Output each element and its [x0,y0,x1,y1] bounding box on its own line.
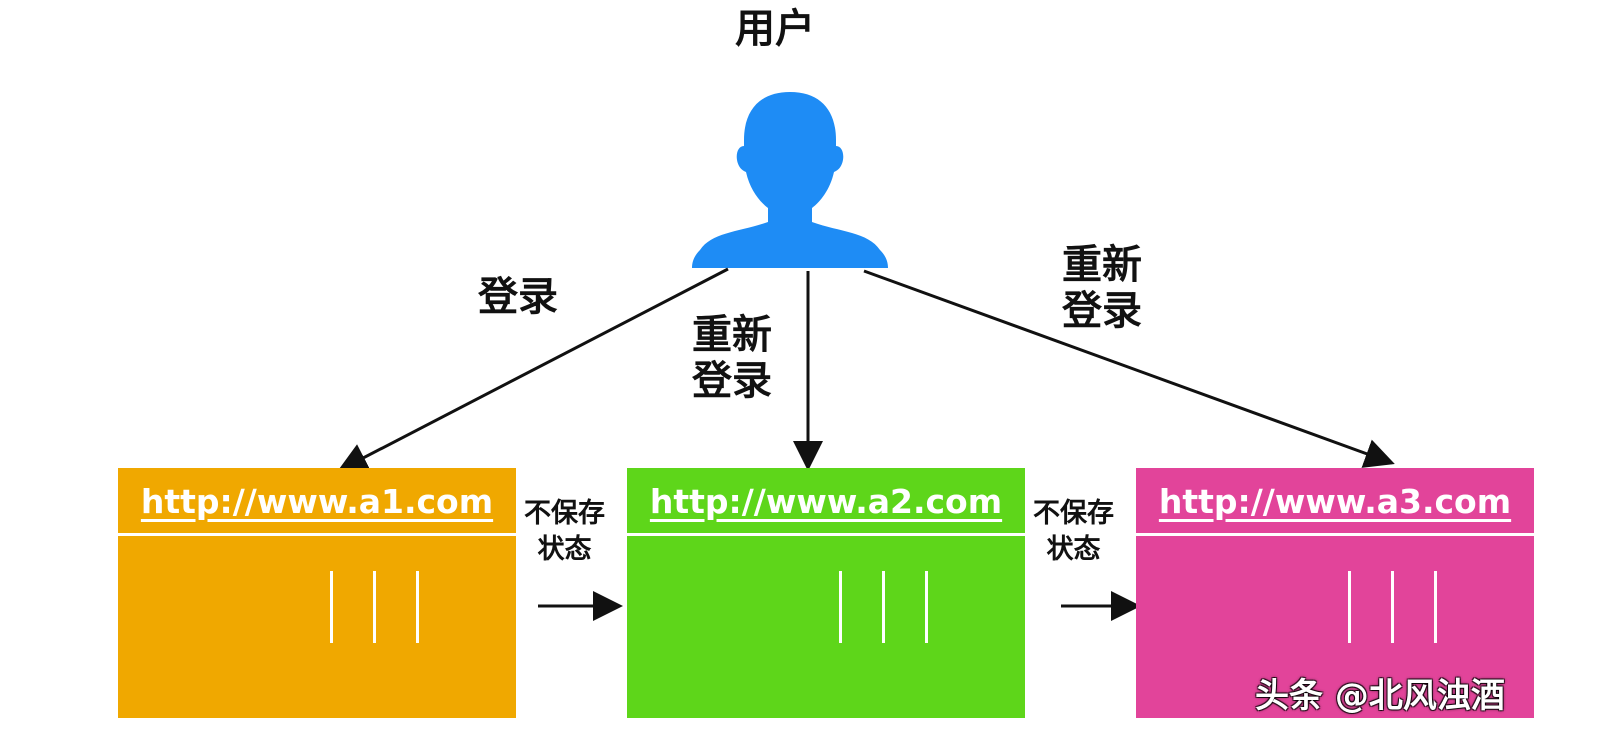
transition-label-2-line-1: 不保存 [1033,498,1114,529]
site-divider-2 [627,533,1025,536]
site-bar-3c [1434,571,1437,643]
edge-arrow-1 [337,267,729,472]
edge-label-2: 重新 登录 [692,312,772,404]
site-url-3[interactable]: http://www.a3.com [1158,482,1512,521]
transition-label-1: 不保存 状态 [524,496,605,569]
edge-label-3-line-1: 重新 [1062,242,1142,288]
site-divider-3 [1136,533,1534,536]
watermark: 头条 @北风浊酒 [1255,676,1505,716]
user-icon [692,92,888,268]
site-bar-3b [1391,571,1394,643]
site-bar-2b [882,571,885,643]
edge-label-3-line-2: 登录 [1062,288,1142,334]
edge-label-1-line-1: 登录 [478,274,558,320]
transition-label-2: 不保存 状态 [1033,496,1114,569]
site-box-3: http://www.a3.com [1136,468,1534,718]
user-icon-shape [692,92,888,268]
edge-arrow-3 [863,269,1395,468]
edge-label-3: 重新 登录 [1062,242,1142,334]
edge-label-2-line-2: 登录 [692,358,772,404]
transition-label-1-line-1: 不保存 [524,498,605,529]
edge-label-2-line-1: 重新 [692,312,772,358]
site-url-1[interactable]: http://www.a1.com [140,482,494,521]
site-url-2[interactable]: http://www.a2.com [649,482,1003,521]
transition-label-1-line-2: 状态 [537,534,592,566]
site-bar-3a [1348,571,1351,643]
site-bar-1c [416,571,419,643]
site-divider-1 [118,533,516,536]
user-label: 用户 [735,6,815,52]
site-box-1: http://www.a1.com [118,468,516,718]
site-bar-2c [925,571,928,643]
transition-label-2-line-2: 状态 [1046,534,1101,566]
site-bar-2a [839,571,842,643]
site-box-2: http://www.a2.com [627,468,1025,718]
site-bar-1b [373,571,376,643]
site-bar-1a [330,571,333,643]
edge-label-1: 登录 [478,274,558,320]
